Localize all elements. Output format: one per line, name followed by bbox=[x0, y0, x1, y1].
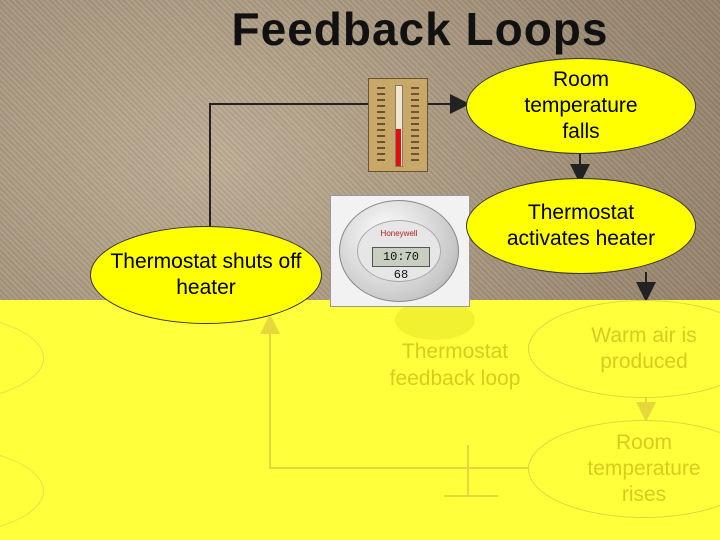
node-thermostat-activates-heater-label: Thermostat activates heater bbox=[506, 200, 656, 250]
node-thermostat-shuts-off-heater: Thermostat shuts off heater bbox=[90, 226, 322, 324]
node-warm-air-produced: Warm air is produced bbox=[528, 300, 720, 398]
thermostat-display: 10:70 68 bbox=[372, 247, 430, 282]
node-room-temperature-falls: Room temperature falls bbox=[466, 58, 696, 154]
node-room-temperature-rises-label: Room temperature rises bbox=[587, 430, 701, 507]
rises-to-shuts-connector bbox=[260, 314, 528, 469]
diagram-caption: Thermostat feedback loop bbox=[389, 340, 521, 391]
node-thermostat-shuts-off-heater-label: Thermostat shuts off heater bbox=[110, 249, 302, 299]
slide-title: Feedback Loops bbox=[231, 3, 609, 55]
thermostat-brand: Honeywell bbox=[380, 229, 418, 238]
node-room-temperature-rises: Room temperature rises bbox=[528, 420, 720, 518]
node-room-temperature-falls-label: Room temperature falls bbox=[524, 67, 638, 144]
node-thermostat-activates-heater: Thermostat activates heater bbox=[466, 178, 696, 274]
thermostat-image: Honeywell 10:70 68 bbox=[330, 195, 470, 307]
node-warm-air-produced-label: Warm air is produced bbox=[591, 323, 697, 373]
thermometer-image bbox=[368, 78, 428, 172]
thermometer-stand bbox=[444, 445, 498, 497]
